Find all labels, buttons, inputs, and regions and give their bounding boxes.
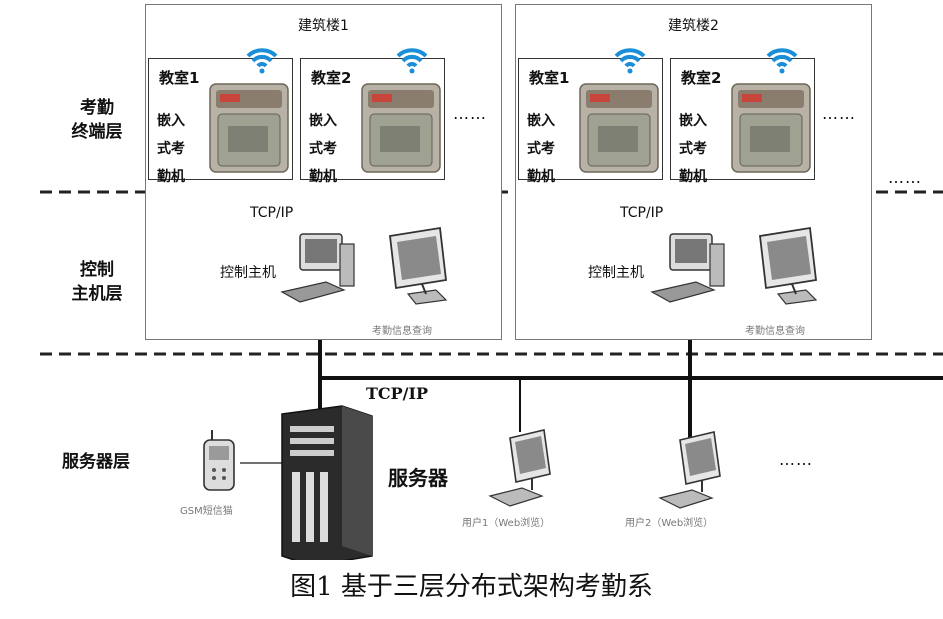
figure-caption: 图1 基于三层分布式架构考勤系 [290, 572, 653, 602]
server-devices [203, 405, 721, 560]
user1-computer-icon [489, 429, 551, 507]
room-device-label: 嵌入式考勤机 [157, 113, 185, 185]
room-device-label: 嵌入式考勤机 [309, 113, 337, 185]
layer-label-control: 控制 主机层 [71, 260, 123, 304]
server-tower-icon [281, 405, 373, 560]
user1-label: 用户1（Web浏览） [462, 518, 551, 529]
room-device-label: 嵌入式考勤机 [527, 113, 555, 185]
more-buildings-ellipsis: …… [888, 168, 922, 187]
control-host-label-b1: 控制主机 [220, 265, 276, 281]
gsm-modem-icon [203, 430, 235, 491]
attendance-query-label-b1: 考勤信息查询 [372, 326, 432, 337]
gsm-label: GSM短信猫 [180, 506, 233, 517]
attendance-query-label-b2: 考勤信息查询 [745, 326, 805, 337]
room-device-label: 嵌入式考勤机 [679, 113, 707, 185]
building-title: 建筑楼2 [668, 18, 719, 34]
tcpip-label-b1: TCP/IP [250, 205, 294, 221]
server-label: 服务器 [388, 466, 448, 490]
room-title: 教室2 [311, 69, 352, 87]
room-title: 教室1 [529, 69, 570, 87]
building-title: 建筑楼1 [298, 18, 349, 34]
user2-label: 用户2（Web浏览） [625, 518, 714, 529]
more-rooms-ellipsis: …… [822, 104, 856, 123]
control-host-label-b2: 控制主机 [588, 265, 644, 281]
tcpip-label-b2: TCP/IP [620, 205, 664, 221]
more-users-ellipsis: …… [779, 450, 813, 469]
layer-label-terminal: 考勤 终端层 [71, 98, 123, 142]
tcpip-label-main: TCP/IP [366, 384, 429, 403]
room-title: 教室2 [681, 69, 722, 87]
layer-label-server: 服务器层 [62, 452, 130, 472]
user2-computer-icon [659, 431, 721, 509]
room-title: 教室1 [159, 69, 200, 87]
more-rooms-ellipsis: …… [453, 104, 487, 123]
